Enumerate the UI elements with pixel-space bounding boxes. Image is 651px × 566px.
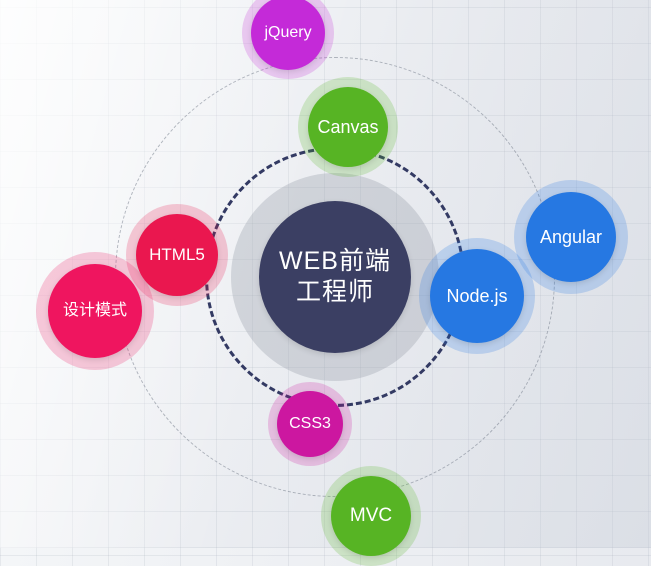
center-node: WEB前端 工程师 bbox=[259, 201, 411, 353]
node-label: Canvas bbox=[317, 116, 379, 137]
node-html5: HTML5 bbox=[136, 214, 218, 296]
node-label: Angular bbox=[539, 226, 603, 247]
node-nodejs: Node.js bbox=[430, 249, 524, 343]
node-label: MVC bbox=[349, 505, 393, 527]
node-css3: CSS3 bbox=[277, 391, 343, 457]
node-design-patterns: 设计模式 bbox=[48, 264, 142, 358]
center-label-line2: 工程师 bbox=[295, 278, 374, 306]
node-jquery: jQuery bbox=[251, 0, 325, 70]
center-label-line1: WEB前端 bbox=[279, 246, 391, 275]
center-node-label: WEB前端 工程师 bbox=[279, 246, 391, 309]
node-angular: Angular bbox=[526, 192, 616, 282]
node-label: HTML5 bbox=[149, 245, 205, 265]
node-label: CSS3 bbox=[289, 415, 331, 432]
node-mvc: MVC bbox=[331, 476, 411, 556]
node-label: Node.js bbox=[446, 285, 508, 306]
node-label: jQuery bbox=[264, 24, 312, 41]
node-label: 设计模式 bbox=[62, 302, 127, 319]
node-canvas: Canvas bbox=[308, 87, 388, 167]
